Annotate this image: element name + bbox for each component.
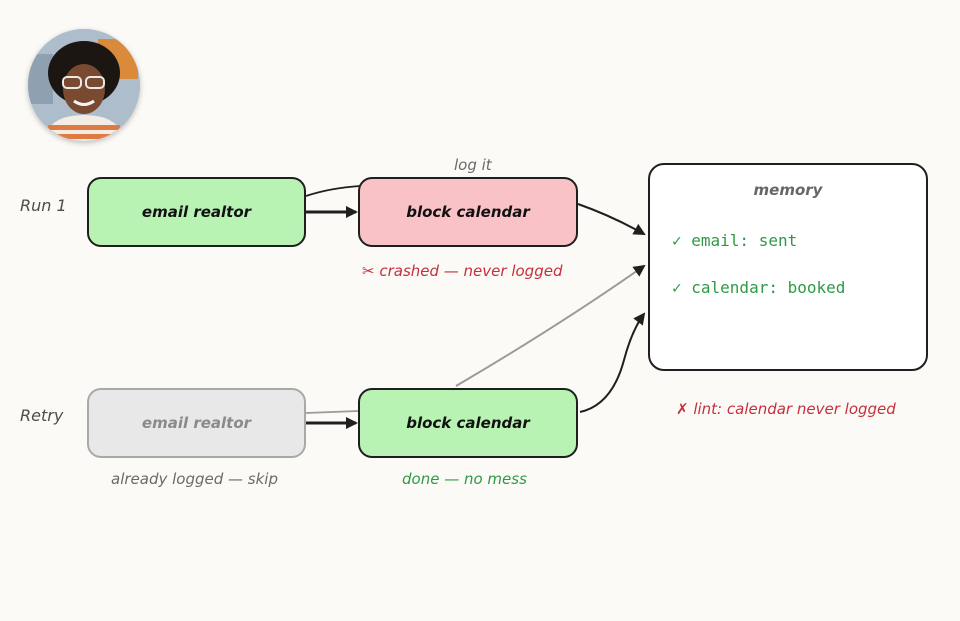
memory-entry-calendar: ✓ calendar: booked <box>672 278 846 297</box>
memory-title: memory <box>753 181 823 199</box>
row-label-run1: Run 1 <box>20 196 67 215</box>
presenter-photo-icon <box>28 29 140 141</box>
retry-email-realtor-node[interactable]: email realtor <box>87 388 306 458</box>
already-logged-annotation: already logged — skip <box>111 470 278 488</box>
log-it-annotation: log it <box>454 156 492 174</box>
row-label-retry: Retry <box>20 406 64 425</box>
run1-email-realtor-node[interactable]: email realtor <box>87 177 306 247</box>
run1-block-calendar-node[interactable]: block calendar <box>358 177 578 247</box>
run1-block-to-memory-arrow <box>577 203 646 235</box>
done-annotation: done — no mess <box>402 470 527 488</box>
node-label: email realtor <box>141 203 252 221</box>
run1-log-it-stroke <box>305 185 361 197</box>
node-label: email realtor <box>141 414 252 432</box>
node-label: block calendar <box>406 203 530 221</box>
node-label: block calendar <box>406 414 530 432</box>
crashed-annotation: ✂ crashed — never logged <box>362 262 563 280</box>
retry-block-calendar-node[interactable]: block calendar <box>358 388 578 458</box>
retry-block-to-memory-arrow <box>579 312 646 413</box>
memory-entry-email: ✓ email: sent <box>672 231 798 250</box>
retry-skip-stroke <box>305 410 359 414</box>
memory-panel: memory ✓ email: sent ✓ calendar: booked <box>648 163 928 371</box>
lint-warning: ✗ lint: calendar never logged <box>676 400 896 418</box>
retry-log-to-memory-arrow <box>455 264 646 387</box>
presenter-avatar <box>28 29 140 141</box>
